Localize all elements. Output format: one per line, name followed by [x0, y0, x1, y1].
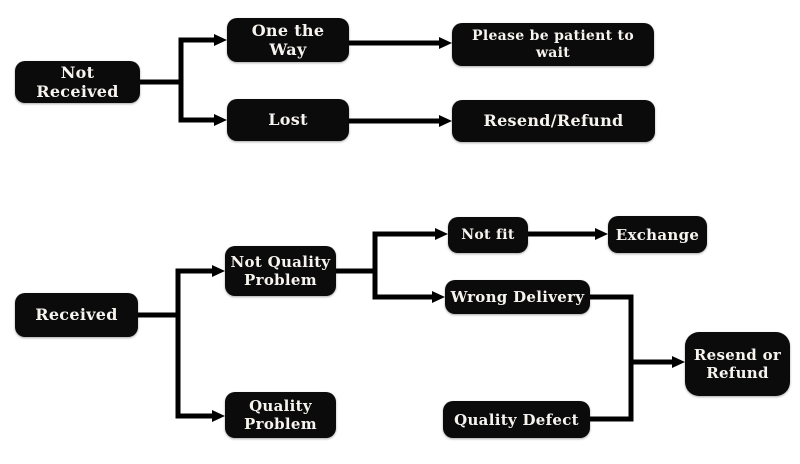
arrowhead-icon — [595, 228, 608, 240]
arrowhead-icon — [214, 34, 227, 46]
node-one-the-way: One the Way — [227, 18, 349, 62]
arrowhead-icon — [212, 265, 225, 277]
arrowhead-icon — [214, 114, 227, 126]
node-lost: Lost — [227, 99, 349, 141]
arrowhead-icon — [432, 291, 445, 303]
node-received: Received — [15, 293, 138, 337]
node-label: Lost — [268, 110, 308, 130]
node-not-fit: Not fit — [448, 217, 528, 253]
node-resend-or-refund: Resend or Refund — [685, 332, 790, 396]
node-label: Quality Problem — [244, 397, 317, 433]
node-exchange: Exchange — [608, 216, 707, 253]
arrowhead-icon — [672, 356, 685, 368]
node-not-received: Not Received — [15, 61, 140, 103]
node-wrong-delivery: Wrong Delivery — [445, 280, 590, 314]
node-resend-refund: Resend/Refund — [452, 100, 655, 142]
node-label: Not Received — [36, 62, 119, 101]
node-quality-problem: Quality Problem — [225, 392, 336, 438]
node-label: Resend or Refund — [693, 346, 782, 382]
node-label: Received — [35, 305, 118, 325]
arrowhead-icon — [435, 228, 448, 240]
node-label: Wrong Delivery — [450, 288, 585, 306]
received-flow-connectors — [138, 228, 685, 422]
node-label: One the Way — [251, 20, 325, 59]
arrowhead-icon — [439, 37, 452, 49]
arrowhead-icon — [212, 410, 225, 422]
node-label: Not fit — [461, 226, 515, 243]
node-quality-defect: Quality Defect — [443, 401, 590, 438]
node-please-be-patient: Please be patient to wait — [452, 23, 654, 66]
node-label: Exchange — [615, 225, 700, 244]
arrowhead-icon — [439, 115, 452, 127]
node-label: Please be patient to wait — [472, 27, 634, 61]
node-label: Quality Defect — [454, 410, 579, 429]
not-received-flow-connectors — [140, 34, 452, 127]
node-not-quality-problem: Not Quality Problem — [225, 246, 336, 296]
node-label: Resend/Refund — [483, 111, 624, 131]
node-label: Not Quality Problem — [230, 253, 331, 289]
